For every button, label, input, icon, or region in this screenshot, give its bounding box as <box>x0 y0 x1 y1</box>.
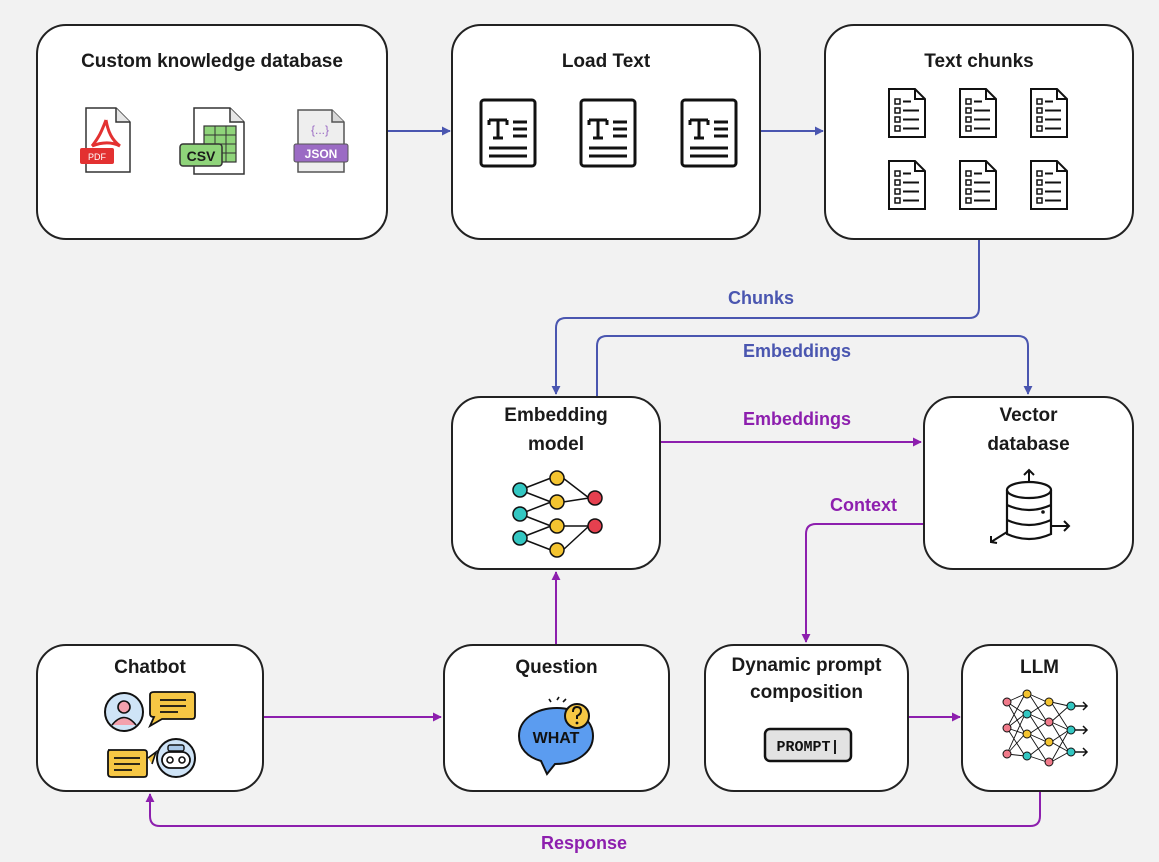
neural-network-icon <box>512 470 603 558</box>
dynamic-prompt-title-line1: Dynamic prompt <box>731 655 882 676</box>
question-icon-text: WHAT <box>533 730 580 747</box>
chunk-document-icon <box>888 88 926 138</box>
csv-badge-text: CSV <box>187 148 216 164</box>
arrow-embedding-to-vector-top <box>596 335 1033 396</box>
vector-database-box: Vector database <box>923 396 1134 570</box>
vector-database-title-line1: Vector <box>999 405 1058 426</box>
arrow-chunks-to-embedding <box>551 240 980 395</box>
text-document-icon <box>479 98 537 168</box>
embedding-model-title-line1: Embedding <box>504 405 608 426</box>
load-text-title: Load Text <box>561 51 651 72</box>
prompt-icon-text: PROMPT| <box>776 739 839 756</box>
json-file-icon: {...} JSON <box>293 109 349 173</box>
chunk-document-icon <box>888 160 926 210</box>
prompt-icon: PROMPT| <box>763 727 853 763</box>
chatbot-title: Chatbot <box>114 657 186 678</box>
embedding-model-box: Embedding model <box>451 396 661 570</box>
chunk-document-icon <box>1030 160 1068 210</box>
edge-label-context: Context <box>830 495 897 515</box>
question-bubble-icon: WHAT <box>517 696 595 776</box>
pdf-file-icon: PDF <box>80 107 131 173</box>
csv-file-icon: CSV <box>179 107 245 175</box>
load-text-box: Load Text <box>451 24 761 240</box>
chunk-document-icon <box>959 88 997 138</box>
edge-label-embeddings-top: Embeddings <box>743 341 852 361</box>
edge-label-embeddings-mid: Embeddings <box>743 409 852 429</box>
database-icon <box>990 468 1071 544</box>
chunk-document-icon <box>959 160 997 210</box>
text-document-icon <box>680 98 738 168</box>
llm-network-icon <box>1002 689 1089 767</box>
arrow-vector-to-prompt <box>801 523 923 643</box>
json-badge-text: JSON <box>305 147 338 161</box>
pdf-badge-text: PDF <box>88 152 107 162</box>
edge-label-chunks: Chunks <box>728 288 795 308</box>
chat-conversation-icon <box>104 691 196 778</box>
custom-knowledge-database-title: Custom knowledge database <box>81 51 343 72</box>
embedding-model-title-line2: model <box>528 434 584 455</box>
text-document-icon <box>579 98 637 168</box>
edge-label-response: Response <box>541 833 628 853</box>
dynamic-prompt-box: Dynamic prompt composition PROMPT| <box>704 644 909 792</box>
llm-box: LLM <box>961 644 1118 792</box>
chunk-document-icon <box>1030 88 1068 138</box>
question-title: Question <box>515 657 598 678</box>
question-box: Question WHAT <box>443 644 670 792</box>
text-chunks-title: Text chunks <box>924 51 1034 72</box>
json-glyph-text: {...} <box>311 123 329 137</box>
dynamic-prompt-title-line2: composition <box>750 682 863 703</box>
custom-knowledge-database-box: Custom knowledge database PDF CSV {...} … <box>36 24 388 240</box>
arrow-llm-to-chatbot <box>145 792 1041 827</box>
chatbot-box: Chatbot <box>36 644 264 792</box>
llm-title: LLM <box>1019 657 1060 678</box>
vector-database-title-line2: database <box>987 434 1070 455</box>
